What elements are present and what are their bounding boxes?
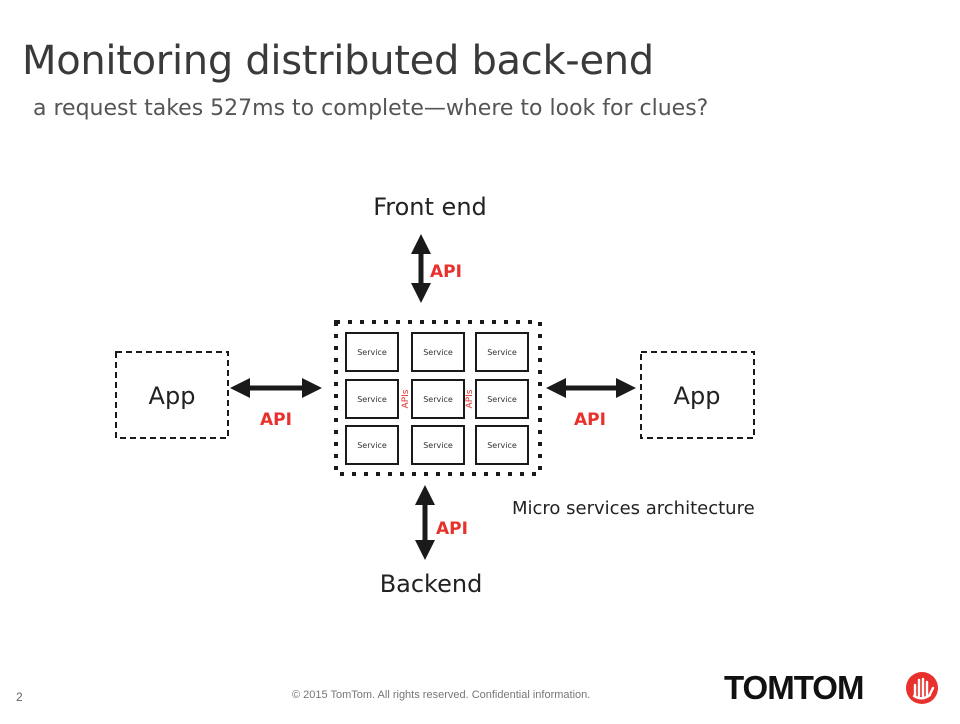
app-left-box [115,351,229,439]
service-box [411,425,465,465]
api-label-left: API [260,410,292,430]
service-label: Service [357,441,387,450]
page-number: 2 [16,690,23,704]
app-right-label: App [674,382,721,410]
service-box [411,379,465,419]
service-grid: Service Service Service Service Service … [345,332,529,465]
copyright-notice: © 2015 TomTom. All rights reserved. Conf… [292,689,591,701]
slide-subtitle: a request takes 527ms to complete—where … [33,96,709,121]
service-label: Service [423,348,453,357]
hand-icon [906,672,938,704]
service-label: Service [423,441,453,450]
service-label: Service [487,348,517,357]
service-label: Service [357,395,387,404]
service-box [345,379,399,419]
logo-text: TOMTOM [724,669,864,706]
service-label: Service [423,395,453,404]
service-label: Service [487,395,517,404]
tomtom-logo: TOMTOM [724,668,940,708]
service-box [411,332,465,372]
apis-label-left: APIs [401,389,411,408]
backend-label: Backend [380,570,483,598]
api-label-bottom: API [436,519,468,539]
front-end-label: Front end [373,193,487,221]
service-box [475,332,529,372]
service-box [345,425,399,465]
service-box [475,425,529,465]
service-box [345,332,399,372]
service-box [475,379,529,419]
micro-services-container [334,320,542,476]
micro-services-label: Micro services architecture [512,498,755,519]
service-label: Service [357,348,387,357]
apis-label-right: APIs [465,389,475,408]
service-label: Service [487,441,517,450]
slide-title: Monitoring distributed back-end [22,38,654,84]
app-right-box [640,351,755,439]
app-left-label: App [149,382,196,410]
api-label-right: API [574,410,606,430]
api-label-top: API [430,262,462,282]
